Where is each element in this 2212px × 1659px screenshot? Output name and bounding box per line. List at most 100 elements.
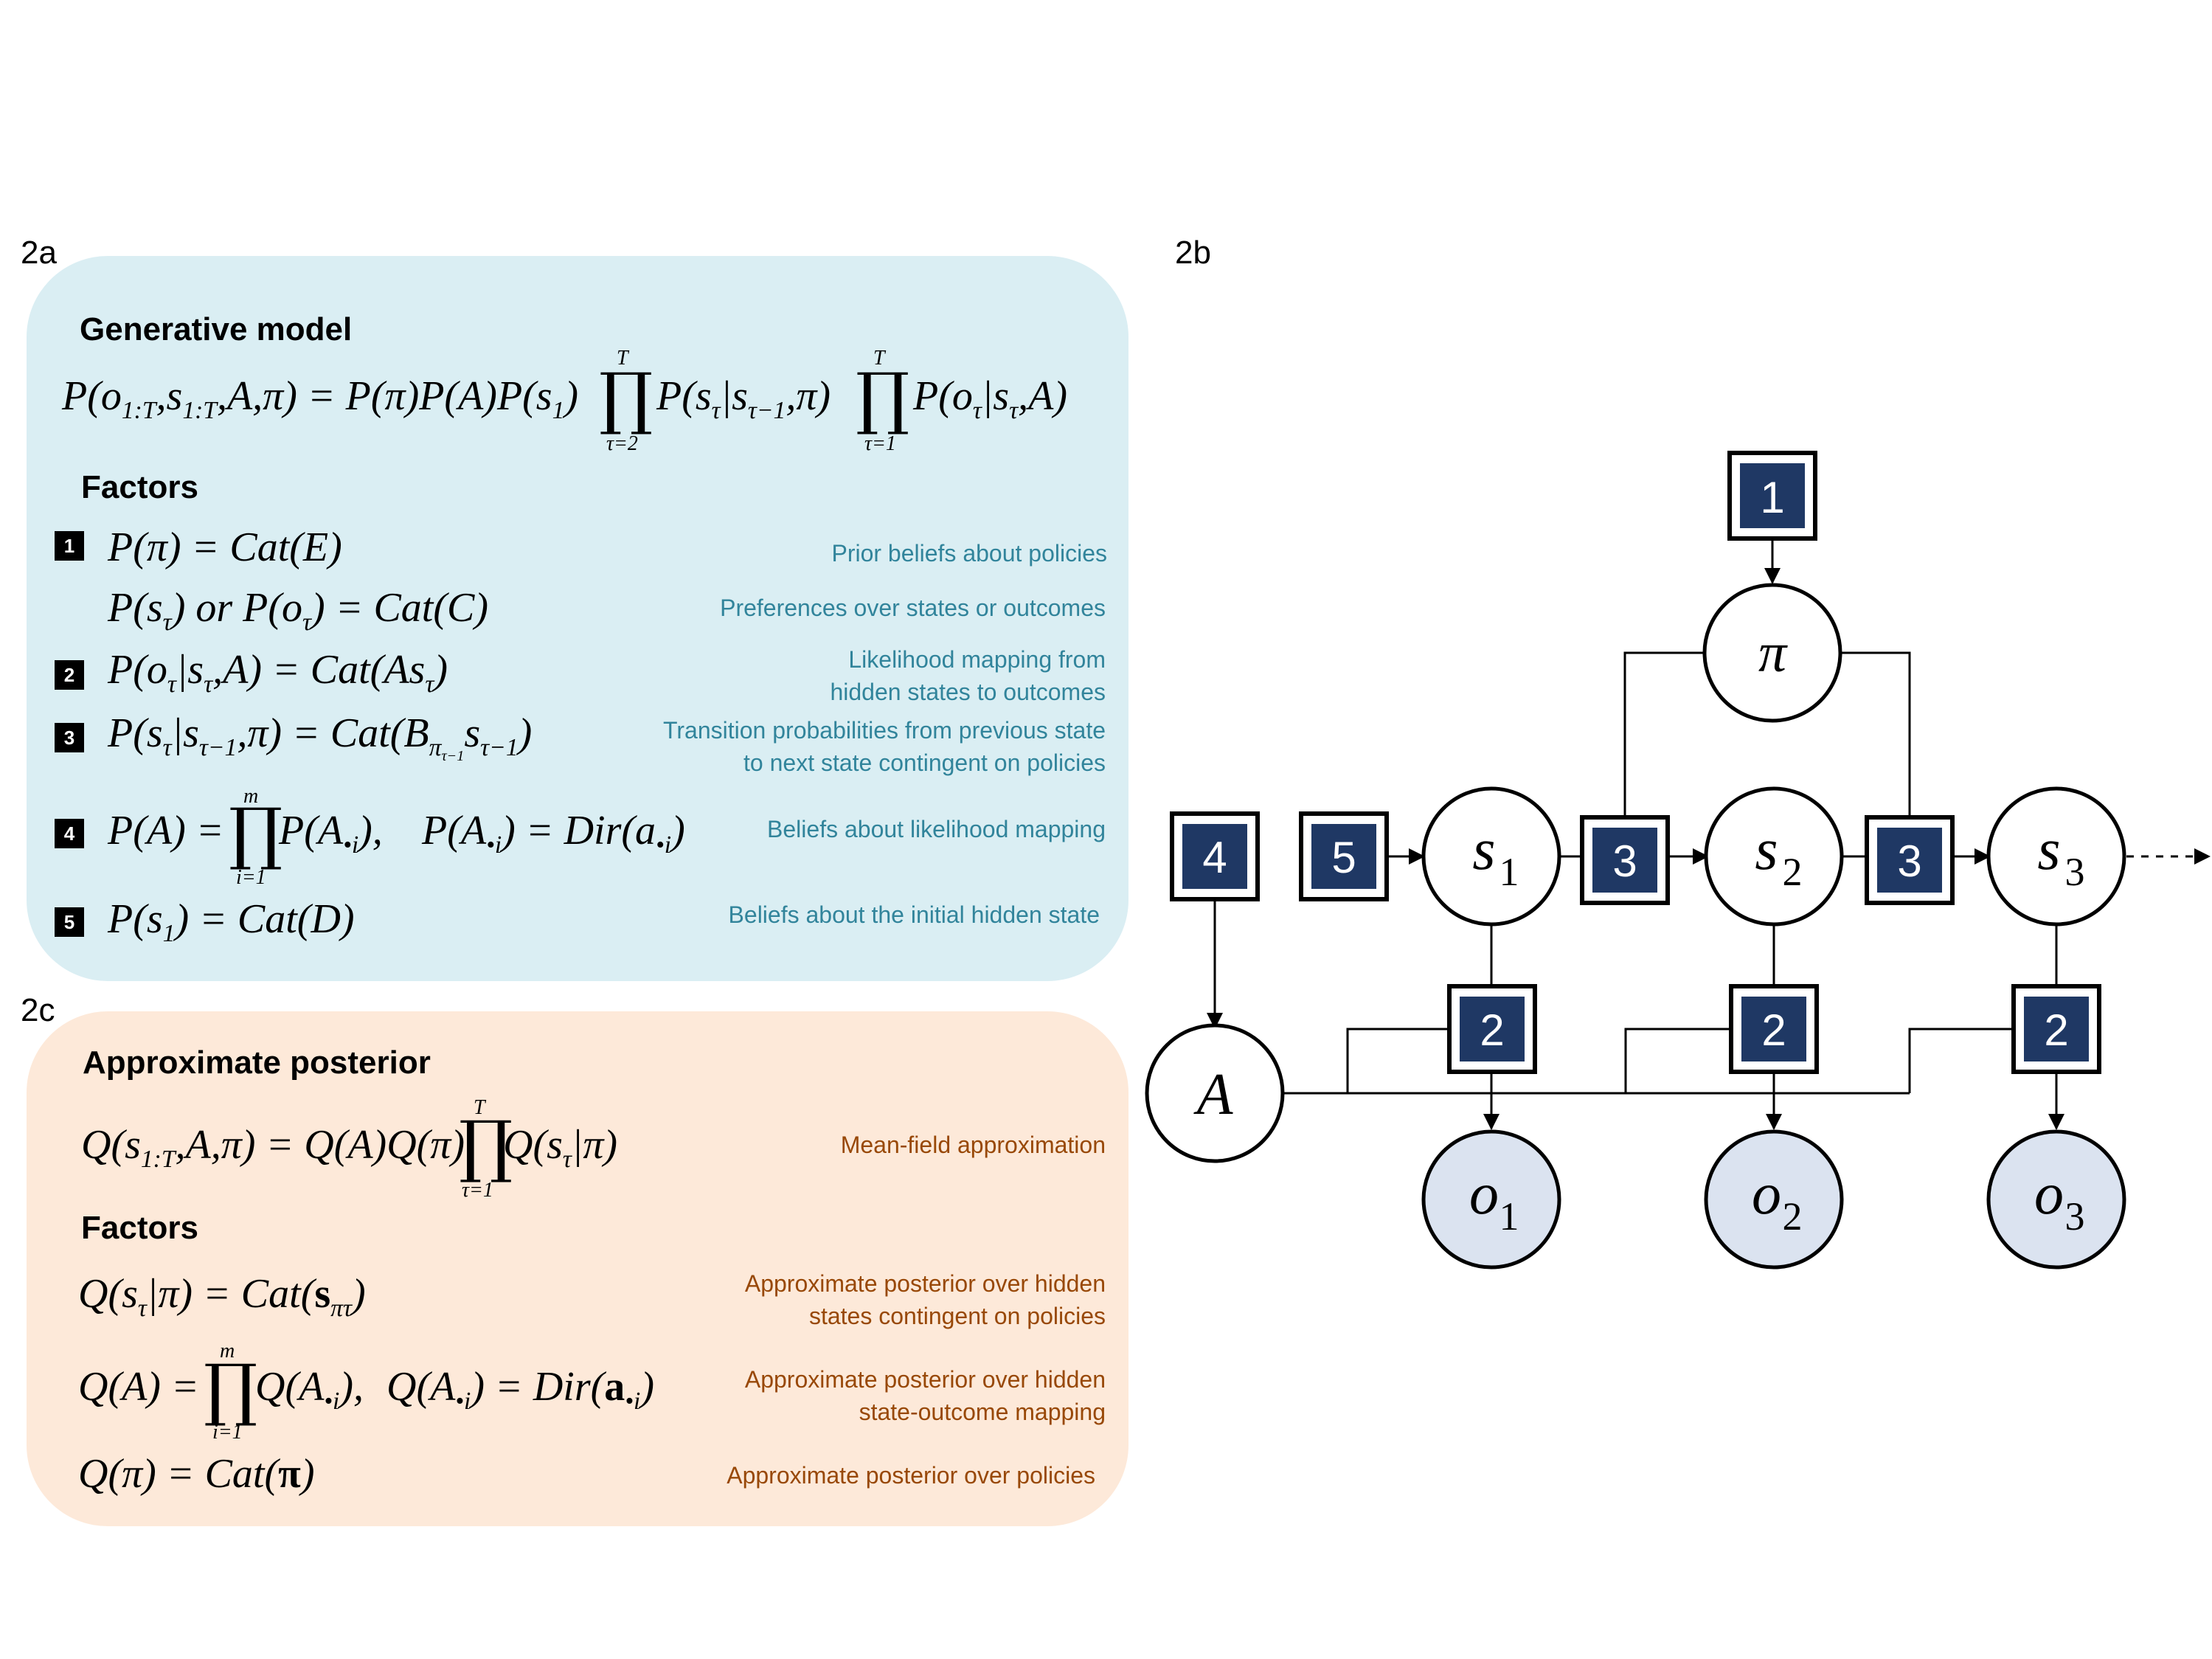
edge: [1623, 651, 1706, 817]
factor-box-label: 2: [2044, 1005, 2068, 1055]
description-line: Likelihood mapping from: [848, 646, 1106, 673]
mean-field-description: Mean-field approximation: [840, 1132, 1106, 1158]
eq-sub: •i: [625, 1387, 641, 1415]
posterior-equation-left: Q(s1:T,A,π) = Q(A)Q(π): [81, 1121, 465, 1171]
factor-box-1: 1: [1727, 451, 1817, 541]
eq-sub: 1:T: [121, 396, 156, 424]
eq-text: ) or P(o: [171, 585, 302, 631]
factor-box-4: 4: [1170, 811, 1260, 901]
eq-text: ): [434, 647, 448, 693]
eq-text: ): [300, 1451, 315, 1497]
outcome-node-2: [1704, 1129, 1844, 1270]
factor-box-2-third: 2: [2011, 984, 2101, 1074]
eq-text: P(A: [279, 808, 344, 853]
product-upper: T: [873, 347, 885, 370]
edge: [1908, 1028, 2014, 1093]
panel-label-2b: 2b: [1175, 235, 1211, 271]
eq-text: ),: [358, 808, 383, 853]
eq-text: P(s: [108, 585, 163, 631]
panel-label-2c: 2c: [21, 992, 55, 1028]
eq-text: P(o: [913, 373, 973, 419]
factor-badge-2: 2: [55, 660, 84, 690]
state-node-3: [1986, 786, 2126, 927]
eq-bold: π: [278, 1451, 301, 1497]
eq-text: ,π): [786, 373, 831, 419]
eq-text: |s: [171, 710, 199, 756]
approximate-posterior-panel: [27, 1011, 1128, 1526]
eq-sub: •i: [486, 831, 502, 859]
eq-text: ): [352, 1271, 366, 1317]
state-node-1-label: s: [1472, 817, 1495, 882]
outcome-node-2-label: o: [1752, 1162, 1781, 1227]
graph-nodes: [1145, 583, 2126, 1270]
eq-text: P(s: [108, 896, 163, 942]
factors-heading-posterior: Factors: [81, 1210, 198, 1246]
policy-node: [1702, 583, 1842, 723]
product-upper: T: [474, 1096, 485, 1119]
eq-sub: •i: [343, 831, 359, 859]
eq-text: ,π) = Cat(B: [237, 710, 429, 756]
eq-text: P(A: [422, 808, 487, 853]
likelihood-node-label: A: [1193, 1062, 1234, 1127]
posterior-factor-mapping-left: Q(A) =: [78, 1364, 199, 1410]
eq-sub: τ: [162, 733, 172, 761]
eq-sub: 1:T: [182, 396, 217, 424]
eq-sub: τ: [167, 670, 176, 698]
factor-5-equation: P(s1) = Cat(D): [108, 896, 355, 946]
posterior-factor-dirichlet: Q(A•i) = Dir(a•i): [386, 1363, 655, 1413]
eq-sub: •i: [656, 831, 672, 859]
eq-sub: •i: [455, 1387, 471, 1415]
eq-text: ,A,π) = Q(A)Q(π): [175, 1122, 465, 1168]
eq-text: ,A): [1018, 373, 1067, 419]
state-node-2-label: s: [1755, 817, 1778, 882]
outcome-node-2-subscript: 2: [1783, 1194, 1803, 1239]
product-lower: τ=1: [864, 432, 896, 455]
product-symbol: ∏: [599, 359, 653, 437]
eq-text: |s: [981, 373, 1010, 419]
factor-box-label: 1: [1760, 473, 1784, 522]
eq-lhs: P(o: [62, 373, 122, 419]
eq-text: |s: [176, 647, 204, 693]
eq-text: Q(s: [503, 1122, 563, 1168]
posterior-factor-mapping-description: Approximate posterior over hidden state-…: [745, 1363, 1106, 1428]
eq-sub: τ: [972, 396, 982, 424]
product-lower: τ=2: [606, 432, 638, 455]
policy-node-label: π: [1758, 622, 1788, 684]
posterior-factor-policies: Q(π) = Cat(π): [78, 1450, 314, 1497]
eq-sub: π: [429, 733, 442, 761]
eq-sub: τ: [562, 1145, 572, 1173]
posterior-factor-states: Q(sτ|π) = Cat(sπτ): [78, 1270, 366, 1320]
edge: [1624, 1028, 1731, 1093]
factor-badge-4: 4: [55, 819, 84, 848]
graph-edges: [1207, 538, 2211, 1130]
state-node-1-subscript: 1: [1499, 850, 1519, 894]
eq-sub: τ: [711, 396, 721, 424]
factor-badge-5: 5: [55, 907, 84, 937]
factor-box-2-first: 2: [1447, 984, 1537, 1074]
factor-box-5: 5: [1299, 811, 1389, 901]
eq-text: ,A,π) = P(π)P(A)P(s: [216, 373, 552, 419]
eq-sub: τ−1: [441, 747, 465, 764]
eq-text: Q(s: [81, 1122, 141, 1168]
eq-sub: τ−1: [480, 733, 519, 761]
state-node-3-subscript: 3: [2065, 850, 2085, 894]
outcome-node-3-label: o: [2034, 1162, 2064, 1227]
graph-node-labels: π s 1 s 2 s 3 A o 1 o 2 o 3: [1193, 622, 2085, 1239]
factor-box-3-second: 3: [1865, 815, 1955, 905]
edge: [1346, 1028, 1449, 1093]
eq-text: |s: [720, 373, 748, 419]
product-lower: i=1: [236, 866, 266, 889]
generative-model-panel: [27, 256, 1128, 981]
factor-box-label: 2: [1480, 1005, 1504, 1055]
factor-boxes: 1 5 4 3 3 2 2: [1170, 451, 2101, 1074]
factor-badge-3: 3: [55, 723, 84, 752]
posterior-factor-policies-description: Approximate posterior over policies: [727, 1462, 1095, 1489]
description-line: hidden states to outcomes: [830, 679, 1106, 705]
eq-text: ) = Cat(D): [175, 896, 355, 942]
panel-label-2a: 2a: [21, 235, 57, 271]
eq-text: ): [564, 373, 579, 419]
factor-box-3-first: 3: [1580, 815, 1670, 905]
state-node-3-label: s: [2037, 817, 2060, 882]
eq-sub: 1: [162, 919, 176, 947]
eq-text: ): [640, 1364, 655, 1410]
